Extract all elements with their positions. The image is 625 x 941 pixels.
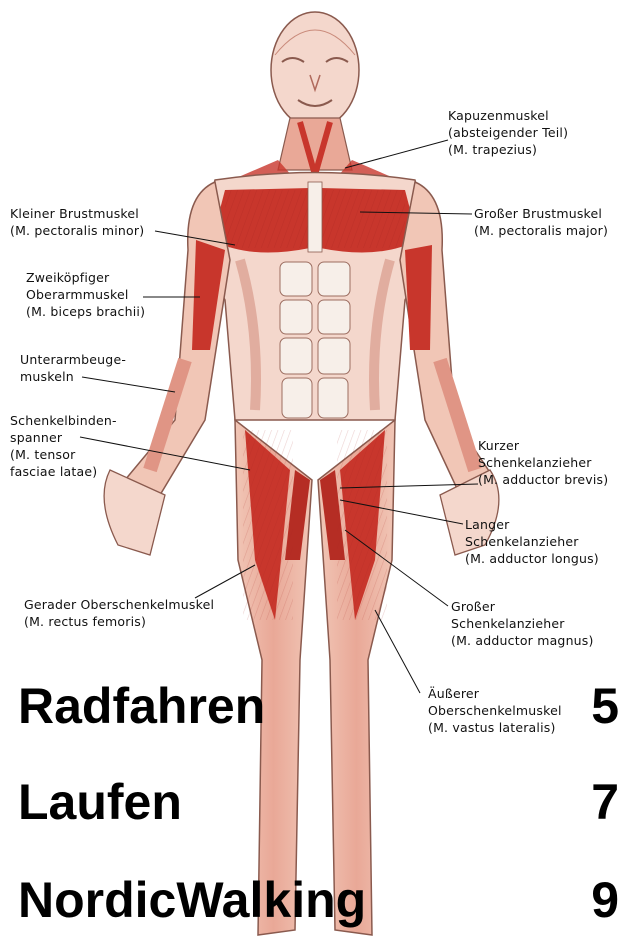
label-pectoralis-major: Großer Brustmuskel (M. pectoralis major) — [474, 205, 608, 239]
activity-score-nordicwalking: 9 — [591, 872, 619, 928]
torso — [198, 173, 432, 421]
label-forearm: Unterarmbeuge- muskeln — [20, 351, 126, 385]
label-tensor: Schenkelbinden- spanner (M. tensor fasci… — [10, 412, 117, 480]
activity-name-cycling: Radfahren — [18, 678, 265, 734]
activity-score-running: 7 — [591, 774, 619, 830]
label-rectus-femoris: Gerader Oberschenkelmuskel (M. rectus fe… — [24, 596, 214, 630]
head — [271, 12, 359, 128]
label-pectoralis-minor: Kleiner Brustmuskel (M. pectoralis minor… — [10, 205, 144, 239]
label-adductor-longus: Langer Schenkelanzieher (M. adductor lon… — [465, 516, 599, 567]
right-leg — [318, 420, 395, 935]
label-vastus-lateralis: Äußerer Oberschenkelmuskel (M. vastus la… — [428, 685, 562, 736]
activity-name-nordicwalking: NordicWalking — [18, 872, 366, 928]
label-adductor-magnus: Großer Schenkelanzieher (M. adductor mag… — [451, 598, 594, 649]
label-biceps: Zweiköpfiger Oberarmmuskel (M. biceps br… — [26, 269, 145, 320]
activity-name-running: Laufen — [18, 774, 182, 830]
label-trapezius: Kapuzenmuskel (absteigender Teil) (M. tr… — [448, 107, 568, 158]
activity-score-cycling: 5 — [591, 678, 619, 734]
label-adductor-brevis: Kurzer Schenkelanzieher (M. adductor bre… — [478, 437, 608, 488]
